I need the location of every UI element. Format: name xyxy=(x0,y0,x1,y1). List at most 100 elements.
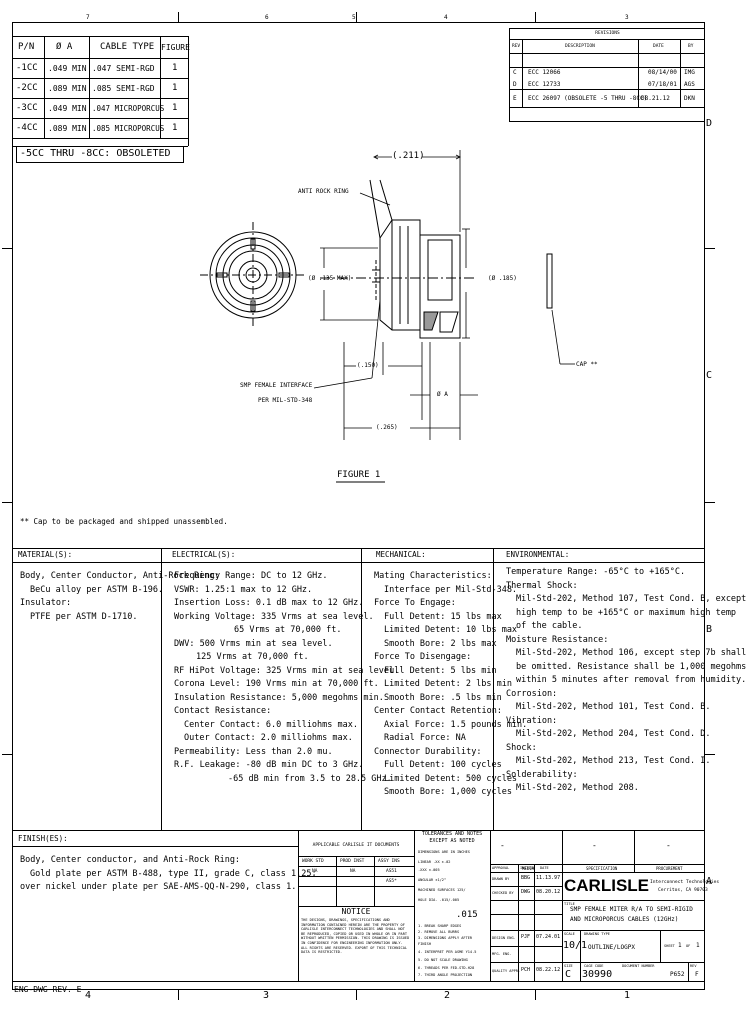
environmental-line: Temperature Range: -65°C to +165°C. xyxy=(506,567,686,577)
drawing-border xyxy=(12,22,705,990)
tolerance-note: FINISH xyxy=(418,942,431,946)
approvals-header-date: DATE xyxy=(540,866,549,870)
finish-title: FINISH(ES): xyxy=(18,834,68,843)
applicable-title: APPLICABLE CARLISLE IT DOCUMENTS xyxy=(312,843,400,848)
electrical-line: R.F. Leakage: -80 dB min DC to 3 GHz. xyxy=(174,760,364,770)
environmental-line: be omitted. Resistance shall be 1,000 me… xyxy=(516,661,746,672)
mechanical-list: Mating Characteristics: Interface per Mi… xyxy=(374,570,527,800)
notice-text: THE DESIGNS, DRAWINGS, SPECIFICATIONS AN… xyxy=(301,918,410,955)
applicable-header-assy: ASSY INS xyxy=(378,859,400,864)
approval-role: CHECKED BY xyxy=(492,891,514,895)
finish-list: Body, Center conductor, and Anti-Rock Ri… xyxy=(20,854,317,895)
zone-right-a: A xyxy=(706,876,713,887)
electrical-line: Center Contact: 6.0 milliohms max. xyxy=(184,719,358,730)
title-label: TITLE xyxy=(564,902,575,906)
specs-region xyxy=(12,548,705,830)
finish-line: over nickel under plate per SAE-AMS-QQ-N… xyxy=(20,882,297,892)
zone-bottom-1: 4 xyxy=(85,990,92,1001)
media-label: MEDIA xyxy=(522,866,535,871)
size-value: C xyxy=(565,969,572,980)
mechanical-line: Full Detent: 100 cycles xyxy=(384,760,502,770)
mechanical-line: Center Contact Retention: xyxy=(374,706,502,716)
procurement-label: PROCUREMENT xyxy=(656,866,683,871)
applicable-work: NA xyxy=(312,869,318,874)
environmental-line: Shock: xyxy=(506,742,537,753)
environmental-line: Solderability: xyxy=(506,769,578,780)
mechanical-line: Full Detent: 5 lbs min xyxy=(384,665,497,676)
mechanical-line: Limited Detent: 2 lbs min xyxy=(384,679,512,689)
environmental-list: Temperature Range: -65°C to +165°C. Ther… xyxy=(506,566,746,796)
environmental-line: Moisture Resistance: xyxy=(506,634,609,645)
electrical-line: Corona Level: 190 Vrms min at 70,000 ft. xyxy=(174,679,379,689)
approvals-block: APPROVAL INITIAL DATE DRAWN BY BBG 11.13… xyxy=(490,830,563,981)
side-view xyxy=(320,179,553,339)
tolerance-line: MACHINED SURFACES 125/ xyxy=(418,888,466,892)
electrical-line: Permeability: Less than 2.0 mu. xyxy=(174,746,333,757)
scale-value: 10/1 xyxy=(563,940,588,951)
approval-initial: PJF xyxy=(521,934,531,940)
specification-label: SPECIFICATION xyxy=(586,866,618,871)
tolerance-note: 4. INTERPRET PER ASME Y14.5 xyxy=(418,950,477,954)
dia-185-label: (Ø .185) xyxy=(488,275,517,282)
scale-label: SCALE xyxy=(564,932,575,936)
zone-bottom-3: 2 xyxy=(444,990,451,1001)
approval-date: 08.20.12 xyxy=(536,889,561,895)
pn-row-4-cable: .085 MICROPORCUS xyxy=(92,124,165,133)
electrical-line: 65 Vrms at 70,000 ft. xyxy=(234,625,342,635)
pn-header-cable: CABLE TYPE xyxy=(100,42,155,52)
zone-right-c: C xyxy=(706,370,713,381)
approval-initial: BBG xyxy=(521,875,531,881)
document-number: P652 xyxy=(670,971,685,978)
mechanical-line: Smooth Bore: .5 lbs min xyxy=(384,692,502,703)
electrical-line: 125 Vrms at 70,000 ft. xyxy=(196,652,309,662)
cap-label: CAP ** xyxy=(576,361,598,368)
electrical-line: Insulation Resistance: 5,000 megohms min… xyxy=(174,692,384,703)
approval-initial: DWG xyxy=(521,889,531,895)
zone-top-4: 4 xyxy=(444,14,448,21)
anti-rock-label: ANTI ROCK RING xyxy=(298,188,349,195)
mechanical-line: Force To Disengage: xyxy=(374,652,472,662)
rev-row-3-rev: E xyxy=(513,95,517,102)
environmental-line: Corrosion: xyxy=(506,688,558,699)
approvals-header-initial: INITIAL xyxy=(520,866,536,870)
environmental-line: high temp to be +165°C or maximum high t… xyxy=(516,607,737,618)
materials-line: PTFE per ASTM D-1710. xyxy=(30,611,138,622)
mechanical-line: Radial Force: NA xyxy=(384,733,466,743)
spec-dash: - xyxy=(592,841,597,850)
zone-top-2: 6 xyxy=(265,14,269,21)
environmental-line: Thermal Shock: xyxy=(506,580,578,591)
environmental-line: Mil-Std-202, Method 106, except step 7b … xyxy=(516,648,746,658)
materials-list: Body, Center Conductor, Anti-Rock Ring: … xyxy=(20,570,220,624)
drawing-type-label: DRAWING TYPE xyxy=(584,932,610,936)
approval-date: 07.24.01 xyxy=(536,934,561,940)
materials-line: Insulator: xyxy=(20,598,72,608)
connector-figure xyxy=(200,150,575,483)
rev-row-2-desc: ECC 12733 xyxy=(528,81,561,88)
electrical-list: Frequency Range: DC to 12 GHz. VSWR: 1.2… xyxy=(174,570,399,786)
proc-dash: - xyxy=(666,841,671,850)
environmental-line: Mil-Std-202, Method 213, Test Cond. I. xyxy=(516,756,711,766)
applicable-extra: AS5* xyxy=(386,879,397,884)
tolerance-line: ANGULAR ±1/2° xyxy=(418,878,447,882)
pn-row-2-fig: 1 xyxy=(172,83,178,93)
pn-header-dia: Ø A xyxy=(56,42,73,52)
dim-150: (.150) xyxy=(357,362,379,369)
environmental-line: within 5 minutes after removal from humi… xyxy=(516,675,746,685)
zone-bottom-4: 1 xyxy=(624,990,631,1001)
tolerance-note: 7. THIRD ANGLE PROJECTION xyxy=(418,973,473,977)
mechanical-line: Axial Force: 1.5 pounds min. xyxy=(384,719,528,730)
approval-role: DRAWN BY xyxy=(492,877,510,881)
rev-row-3-desc: ECC 26097 (OBSOLETE -5 THRU -8CC) xyxy=(528,95,648,102)
pn-row-4-pn: -4CC xyxy=(16,123,38,133)
drawing-type-value: OUTLINE/LOGPX xyxy=(588,944,635,951)
pn-row-1-fig: 1 xyxy=(172,63,178,73)
pn-row-3-dia: .049 MIN xyxy=(48,104,87,113)
mechanical-line: Full Detent: 15 lbs max xyxy=(384,611,502,622)
pn-row-2-pn: -2CC xyxy=(16,83,38,93)
document-number-label: DOCUMENT NUMBER xyxy=(622,964,655,968)
mechanical-line: Smooth Bore: 2 lbs max xyxy=(384,638,497,649)
cage-value: 30990 xyxy=(582,969,613,980)
electrical-line: Outer Contact: 2.0 milliohms max. xyxy=(184,733,353,743)
mechanical-line: Force To Engage: xyxy=(374,598,456,608)
pn-row-2-dia: .089 MIN xyxy=(48,84,87,93)
